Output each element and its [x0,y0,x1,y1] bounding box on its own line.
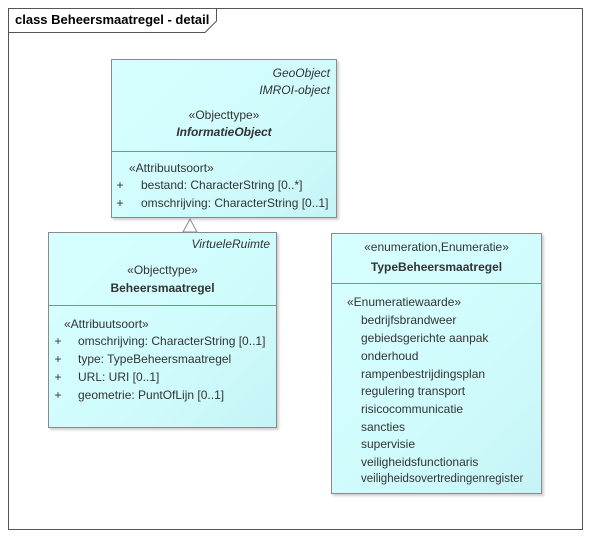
class-stereotype: «Objecttype» [188,108,260,122]
attribute-row[interactable]: + omschrijving: CharacterString [0..1] [112,196,336,212]
attribute-text: URL: URI [0..1] [78,370,160,384]
compartment-divider [112,151,336,152]
diagram-frame-tab: class Beheersmaatregel - detail [8,8,217,33]
attribute-row[interactable]: + geometrie: PuntOfLijn [0..1] [49,388,276,404]
enum-literal[interactable]: veiligheidsfunctionaris [361,455,479,469]
visibility-public: + [54,334,62,348]
attribute-stereotype: «Attribuutsoort» [129,161,214,175]
diagram-frame [8,8,583,530]
literal-stereotype: «Enumeratiewaarde» [347,295,462,309]
enum-literal[interactable]: rampenbestrijdingsplan [361,367,486,381]
diagram-title: class Beheersmaatregel - detail [15,12,210,27]
enum-literal[interactable]: risicocommunicatie [361,402,464,416]
enum-typebeheersmaatregel[interactable]: «enumeration,Enumeratie» TypeBeheersmaat… [331,233,542,494]
attribute-row[interactable]: + omschrijving: CharacterString [0..1] [49,334,276,350]
visibility-public: + [116,178,124,192]
enum-stereotype: «enumeration,Enumeratie» [364,240,509,254]
attribute-text: bestand: CharacterString [0..*] [141,178,303,192]
attribute-text: omschrijving: CharacterString [0..1] [78,334,266,348]
class-stereotype: «Objecttype» [127,263,198,277]
attribute-row[interactable]: + type: TypeBeheersmaatregel [49,352,276,368]
visibility-public: + [54,388,62,402]
attribute-text: type: TypeBeheersmaatregel [78,352,232,366]
enum-literal[interactable]: gebiedsgerichte aanpak [361,331,489,345]
attribute-stereotype: «Attribuutsoort» [64,317,149,331]
enum-literal[interactable]: bedrijfsbrandweer [361,313,457,327]
enum-literal[interactable]: supervisie [361,437,416,451]
attribute-row[interactable]: + bestand: CharacterString [0..*] [112,178,336,194]
class-name: Beheersmaatregel [110,281,215,295]
enum-literal[interactable]: sancties [361,420,406,434]
enum-literal[interactable]: veiligheidsovertredingenregister [361,473,524,485]
visibility-public: + [116,196,124,210]
enum-name: TypeBeheersmaatregel [370,260,503,274]
visibility-public: + [54,370,62,384]
tag-geoobject: GeoObject [272,66,330,80]
tag-virtueleruimte: VirtueleRuimte [191,237,270,251]
compartment-divider [332,283,541,284]
visibility-public: + [54,352,62,366]
tag-imroi-object: IMROI-object [259,83,330,97]
class-informatieobject[interactable]: GeoObject IMROI-object «Objecttype» Info… [111,59,337,218]
class-beheersmaatregel[interactable]: VirtueleRuimte «Objecttype» Beheersmaatr… [48,232,277,428]
generalization-arrowhead [182,217,198,233]
attribute-text: geometrie: PuntOfLijn [0..1] [78,388,225,402]
class-name: InformatieObject [176,125,272,139]
attribute-row[interactable]: + URL: URI [0..1] [49,370,276,386]
attribute-text: omschrijving: CharacterString [0..1] [141,196,329,210]
enum-literal[interactable]: regulering transport [361,384,466,398]
compartment-divider [49,305,276,306]
frame-tab-outline [8,8,217,33]
enum-literal[interactable]: onderhoud [361,349,419,363]
